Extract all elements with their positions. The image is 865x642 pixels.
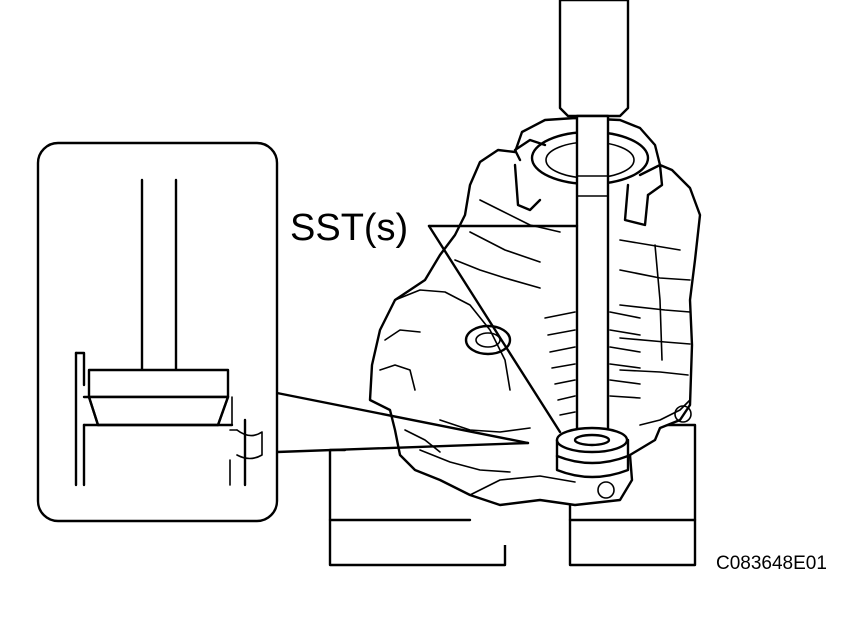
sst-shaft (575, 114, 610, 447)
press-support-blocks (328, 423, 697, 567)
sst-adapter (555, 426, 630, 479)
figure-code: C083648E01 (716, 553, 827, 574)
sst-callout-label: SST(s) (290, 207, 408, 249)
detail-inset (36, 141, 279, 523)
detail-zoom-leader (275, 391, 530, 454)
callout-leader-lines (427, 224, 579, 434)
press-ram (558, 0, 630, 118)
